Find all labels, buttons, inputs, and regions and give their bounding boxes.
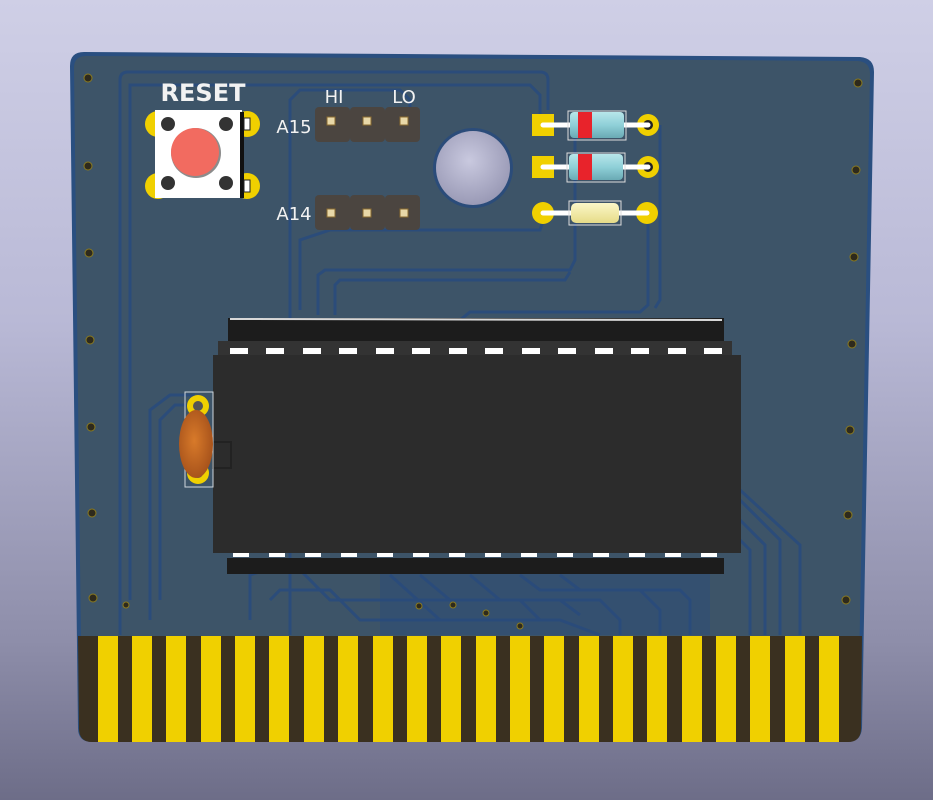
a15-label: A15 [276, 117, 311, 138]
diode-d1 [532, 152, 659, 183]
diode-d2 [532, 110, 659, 141]
ic-pins-top [230, 348, 722, 354]
resistor [532, 200, 658, 226]
edge-connector [78, 636, 862, 742]
hi-label: HI [325, 87, 344, 108]
vias [83, 73, 863, 630]
jumper-a14[interactable] [315, 195, 420, 230]
lo-label: LO [392, 87, 416, 108]
ic-pins-bottom [233, 553, 717, 557]
ic-chip [212, 318, 741, 574]
a14-label: A14 [276, 204, 311, 225]
capacitor [179, 391, 214, 488]
reset-button-cap [171, 128, 219, 176]
reset-button[interactable] [145, 110, 260, 199]
mounting-hole [433, 128, 513, 208]
gold-fingers [98, 636, 839, 742]
reset-label: RESET [161, 79, 247, 107]
jumper-a15[interactable] [315, 107, 420, 142]
